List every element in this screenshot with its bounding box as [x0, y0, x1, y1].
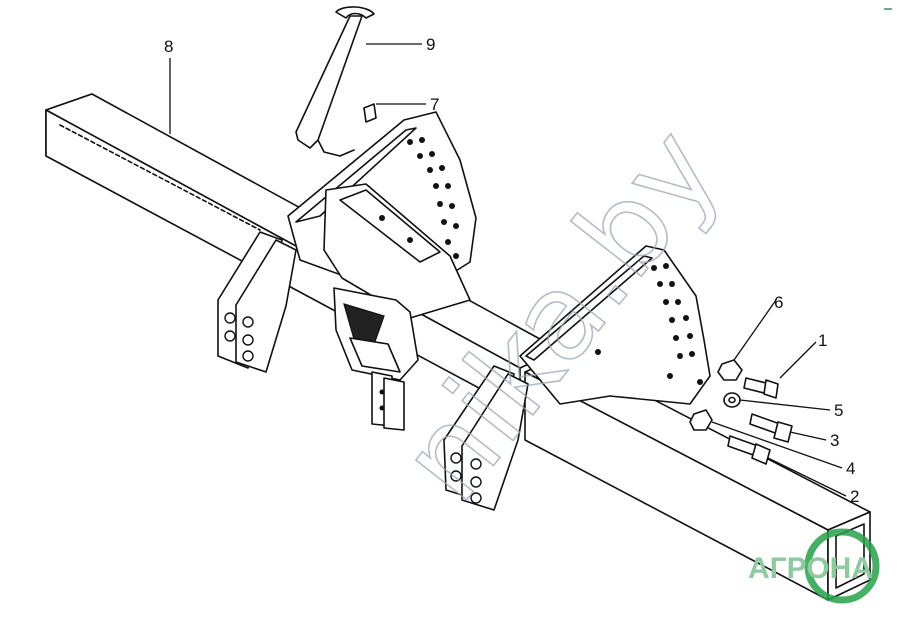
corner-mark [884, 8, 892, 10]
callout-4: 4 [846, 459, 855, 478]
part-7-spring-pin [363, 103, 377, 123]
leader-lines [169, 43, 847, 497]
part-9-pin [295, 6, 375, 157]
left-hitch-plate [217, 231, 297, 373]
callout-8: 8 [164, 37, 173, 56]
hardware-parts [689, 359, 793, 465]
callout-9: 9 [426, 35, 435, 54]
agrona-logo: АГРОНА [748, 528, 880, 604]
callout-2: 2 [850, 487, 859, 506]
right-hitch-assembly [443, 245, 711, 511]
callout-7: 7 [430, 95, 439, 114]
central-mast-bracket [287, 111, 477, 431]
callout-5: 5 [834, 401, 843, 420]
callout-labels: 8 9 7 6 1 5 3 4 2 [164, 35, 859, 506]
callout-3: 3 [830, 431, 839, 450]
callout-1: 1 [818, 331, 827, 350]
callout-6: 6 [774, 293, 783, 312]
logo-text: АГРОНА [748, 552, 873, 585]
